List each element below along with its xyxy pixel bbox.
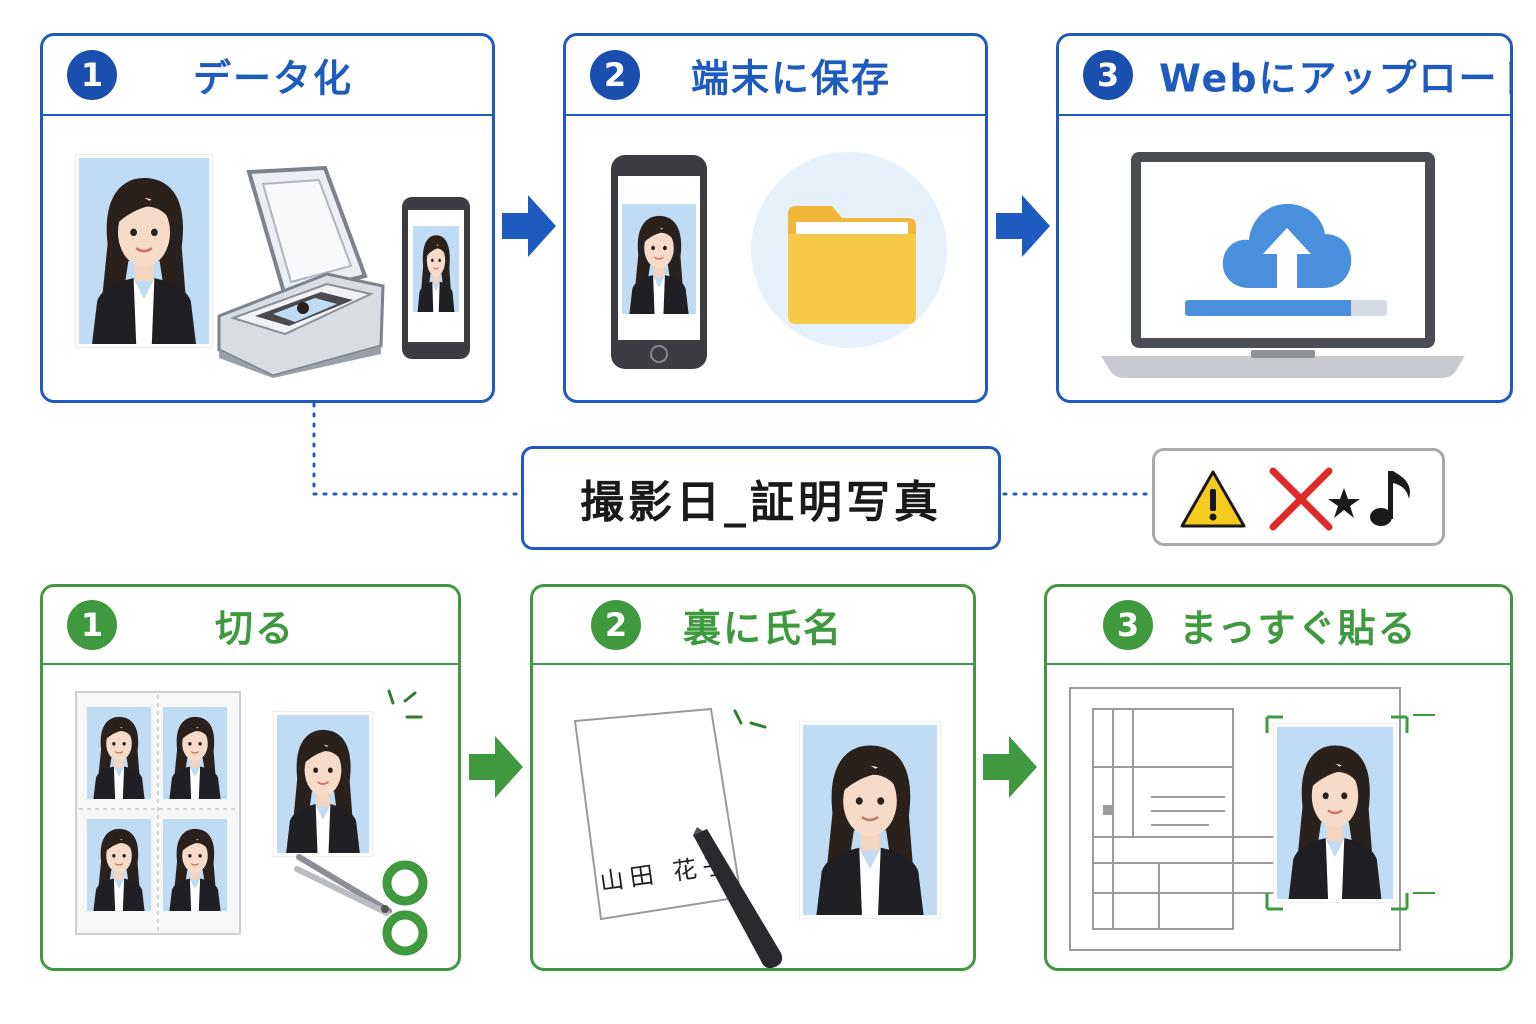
- id-photo-image: [75, 154, 213, 348]
- print-step-1-header: 1 切る: [43, 587, 458, 665]
- cut-motion-lines-icon: [387, 689, 423, 719]
- id-photo-image: [799, 721, 941, 919]
- single-cut-photo-image: [273, 711, 373, 857]
- step-number-badge: 1: [67, 50, 117, 100]
- photo-sheet-image: [75, 691, 241, 935]
- flow-arrow-right-icon: [469, 736, 523, 798]
- step-number-badge: 1: [67, 600, 117, 650]
- flow-arrow-right-icon: [983, 736, 1037, 798]
- step-title: データ化: [193, 56, 354, 101]
- filename-text: 撮影日_証明写真: [580, 477, 942, 528]
- filename-example-box: 撮影日_証明写真: [521, 446, 1001, 550]
- print-step-1-illustration: [43, 667, 458, 968]
- step-title: 切る: [215, 606, 296, 651]
- ng-symbols-box: [1152, 448, 1445, 546]
- step-number-badge: 3: [1103, 600, 1153, 650]
- folder-icon: [788, 206, 916, 324]
- digital-step-3-card: 3 Webにアップロード: [1056, 33, 1513, 403]
- digital-step-1-card: 1 データ化: [40, 33, 495, 403]
- print-step-2-header: 2 裏に氏名: [533, 587, 973, 665]
- step-number-badge: 2: [590, 50, 640, 100]
- digital-step-2-illustration: [566, 118, 985, 400]
- music-note-icon: [1370, 471, 1410, 526]
- step-title: Webにアップロード: [1159, 56, 1513, 101]
- step-title: まっすぐ貼る: [1179, 606, 1418, 651]
- step-number-badge: 3: [1083, 50, 1133, 100]
- print-step-3-header: 3 まっすぐ貼る: [1047, 587, 1510, 665]
- step-title: 裏に氏名: [683, 606, 844, 651]
- digital-step-2-card: 2 端末に保存: [563, 33, 988, 403]
- digital-step-1-illustration: [43, 118, 492, 400]
- cloud-upload-icon: [1222, 203, 1352, 288]
- print-step-3-card: 3 まっすぐ貼る: [1044, 584, 1513, 971]
- digital-step-2-header: 2 端末に保存: [566, 36, 985, 116]
- print-step-2-illustration: 山田 花子: [533, 667, 973, 968]
- upload-progress-fill: [1185, 300, 1351, 316]
- scanner-icon: [217, 166, 385, 378]
- flow-arrow-right-icon: [996, 195, 1050, 257]
- step-title: 端末に保存: [691, 56, 892, 101]
- pen-icon: [693, 827, 783, 968]
- print-step-2-card: 2 裏に氏名 山田 花子: [530, 584, 976, 971]
- warning-icon: [1180, 470, 1246, 528]
- digital-step-3-header: 3 Webにアップロード: [1059, 36, 1510, 116]
- digital-step-1-header: 1 データ化: [43, 36, 492, 116]
- cross-mark-icon: [1269, 467, 1333, 531]
- id-photo-image: [1273, 723, 1397, 903]
- smartphone-icon: [611, 155, 707, 369]
- digital-step-3-illustration: [1059, 118, 1510, 400]
- step-number-badge: 2: [591, 600, 641, 650]
- scissors-icon: [294, 854, 428, 956]
- print-step-3-illustration: [1047, 667, 1510, 968]
- print-step-1-card: 1 切る: [40, 584, 461, 971]
- pen-motion-lines-icon: [733, 709, 767, 729]
- alignment-guide-icon: [1265, 714, 1435, 911]
- flow-arrow-right-icon: [502, 195, 556, 257]
- smartphone-icon: [402, 197, 470, 359]
- star-icon: [1328, 488, 1360, 518]
- upload-progress-bar: [1185, 300, 1387, 316]
